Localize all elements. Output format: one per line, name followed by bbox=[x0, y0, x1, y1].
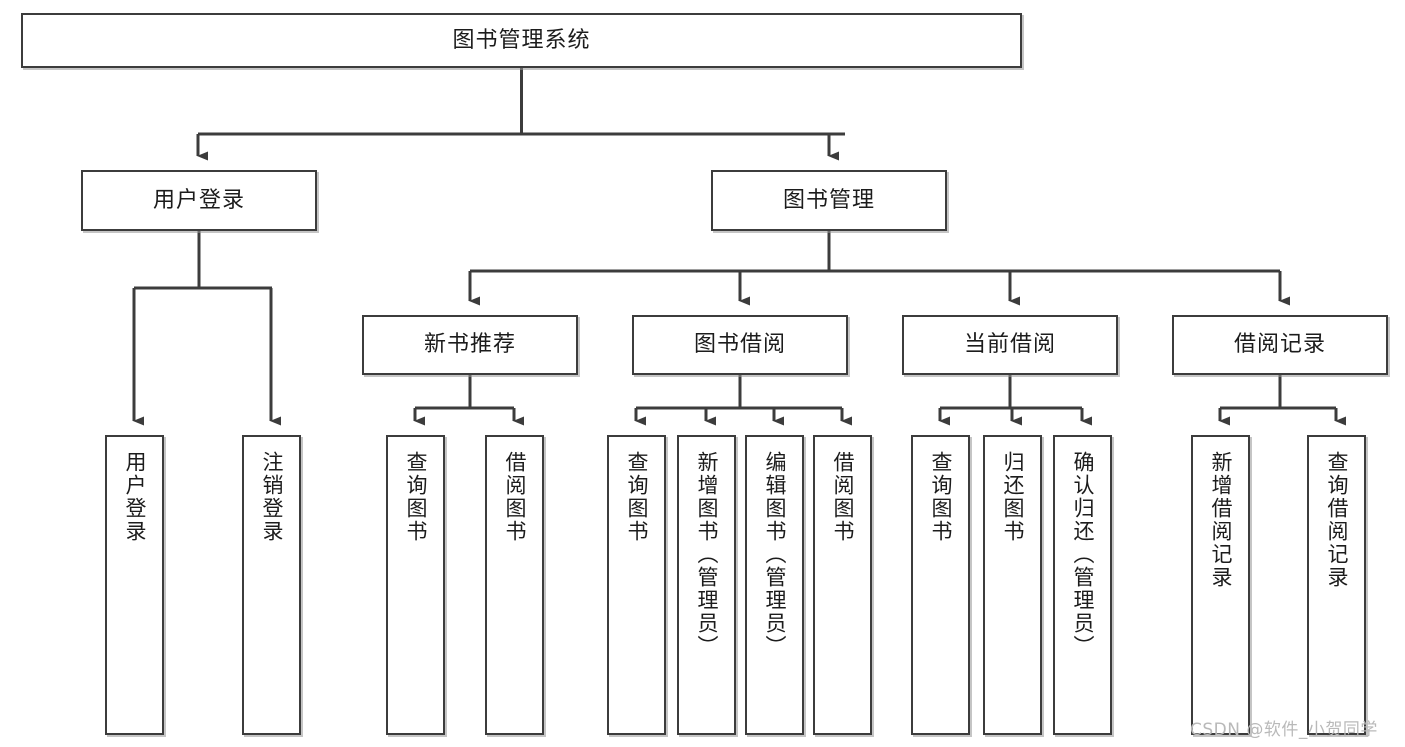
node-new-book-recommend[interactable]: 新书推荐 bbox=[362, 315, 578, 375]
node-user-login[interactable]: 用户登录 bbox=[81, 170, 317, 231]
leaf-query-record-label: 查询借阅记录 bbox=[1325, 451, 1349, 589]
node-user-login-label: 用户登录 bbox=[152, 187, 245, 213]
leaf-query-book-2[interactable]: 查询图书 bbox=[607, 435, 666, 735]
node-book-manage[interactable]: 图书管理 bbox=[711, 170, 947, 231]
leaf-edit-book[interactable]: 编辑图书（管理员） bbox=[745, 435, 804, 735]
leaf-add-book[interactable]: 新增图书（管理员） bbox=[677, 435, 736, 735]
node-current-borrow-label: 当前借阅 bbox=[963, 332, 1056, 358]
leaf-confirm-return-label: 确认归还（管理员） bbox=[1071, 451, 1095, 658]
node-new-book-recommend-label: 新书推荐 bbox=[423, 332, 516, 358]
leaf-user-login[interactable]: 用户登录 bbox=[105, 435, 164, 735]
leaf-user-logout-label: 注销登录 bbox=[260, 451, 284, 543]
leaf-query-book-1[interactable]: 查询图书 bbox=[386, 435, 445, 735]
leaf-add-book-label: 新增图书（管理员） bbox=[695, 451, 719, 658]
leaf-return-book-label: 归还图书 bbox=[1001, 451, 1025, 543]
leaf-query-book-2-label: 查询图书 bbox=[625, 451, 649, 543]
leaf-query-record[interactable]: 查询借阅记录 bbox=[1307, 435, 1366, 735]
node-borrow-record-label: 借阅记录 bbox=[1233, 332, 1326, 358]
leaf-query-book-3-label: 查询图书 bbox=[929, 451, 953, 543]
leaf-borrow-book-2-label: 借阅图书 bbox=[831, 451, 855, 543]
leaf-query-book-1-label: 查询图书 bbox=[404, 451, 428, 543]
node-current-borrow[interactable]: 当前借阅 bbox=[902, 315, 1118, 375]
node-book-borrow-label: 图书借阅 bbox=[693, 332, 786, 358]
leaf-confirm-return[interactable]: 确认归还（管理员） bbox=[1053, 435, 1112, 735]
node-book-borrow[interactable]: 图书借阅 bbox=[632, 315, 848, 375]
leaf-borrow-book-2[interactable]: 借阅图书 bbox=[813, 435, 872, 735]
node-root-label: 图书管理系统 bbox=[452, 27, 591, 53]
node-book-manage-label: 图书管理 bbox=[782, 187, 875, 213]
leaf-user-login-label: 用户登录 bbox=[123, 451, 147, 543]
csdn-watermark: CSDN @软件_小贺同学 bbox=[1190, 720, 1378, 740]
leaf-borrow-book-1-label: 借阅图书 bbox=[503, 451, 527, 543]
node-borrow-record[interactable]: 借阅记录 bbox=[1172, 315, 1388, 375]
leaf-query-book-3[interactable]: 查询图书 bbox=[911, 435, 970, 735]
leaf-return-book[interactable]: 归还图书 bbox=[983, 435, 1042, 735]
leaf-add-record[interactable]: 新增借阅记录 bbox=[1191, 435, 1250, 735]
leaf-borrow-book-1[interactable]: 借阅图书 bbox=[485, 435, 544, 735]
leaf-edit-book-label: 编辑图书（管理员） bbox=[763, 451, 787, 658]
node-root[interactable]: 图书管理系统 bbox=[21, 13, 1022, 68]
leaf-user-logout[interactable]: 注销登录 bbox=[242, 435, 301, 735]
leaf-add-record-label: 新增借阅记录 bbox=[1209, 451, 1233, 589]
